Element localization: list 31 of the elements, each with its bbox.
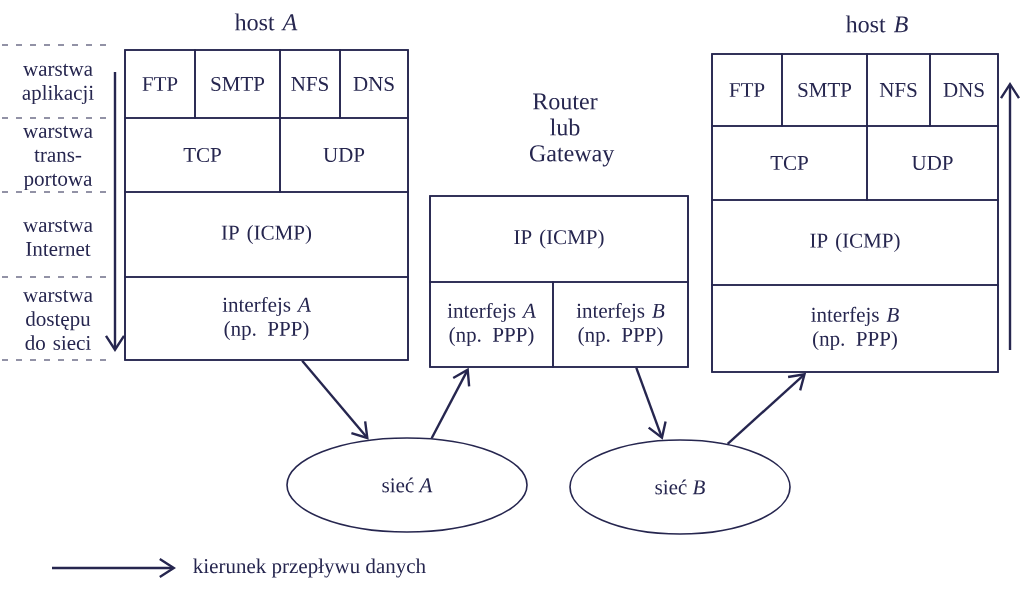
layer-label: warstwa Internet (23, 219, 93, 256)
protocol-cell: FTP (124, 49, 196, 119)
arrow (301, 360, 369, 440)
protocol-cell: interfejs A (np. PPP) (124, 276, 409, 361)
protocol-cell: FTP (711, 53, 783, 127)
layer-label: warstwa trans-portowa (23, 125, 93, 191)
layer-label: warstwa aplikacji (22, 63, 94, 105)
node-label: Router lub Gateway (529, 93, 615, 167)
protocol-cell: TCP (124, 117, 281, 193)
layer-label: warstwa dostępu do sieci (23, 290, 93, 350)
protocol-cell: IP (ICMP) (711, 199, 999, 286)
protocol-cell: SMTP (781, 53, 868, 127)
protocol-cell: UDP (866, 125, 999, 201)
protocol-cell: IP (ICMP) (429, 195, 689, 283)
protocol-cell: DNS (929, 53, 999, 127)
protocol-cell: interfejs B (np. PPP) (552, 281, 689, 368)
protocol-cell: interfejs B (np. PPP) (711, 284, 999, 373)
arrow (726, 372, 807, 445)
legend-text: kierunek przepływu danych (193, 558, 426, 578)
arrow (430, 367, 471, 439)
protocol-cell: TCP (711, 125, 868, 201)
arrow (635, 367, 667, 440)
node-label: host A (234, 13, 298, 31)
protocol-cell: IP (ICMP) (124, 191, 409, 278)
protocol-cell: NFS (279, 49, 341, 119)
protocol-cell: DNS (339, 49, 409, 119)
node-label: host B (845, 15, 908, 33)
protocol-cell: NFS (866, 53, 931, 127)
protocol-cell: interfejs A (np. PPP) (429, 281, 554, 368)
protocol-cell: SMTP (194, 49, 281, 119)
protocol-cell: UDP (279, 117, 409, 193)
